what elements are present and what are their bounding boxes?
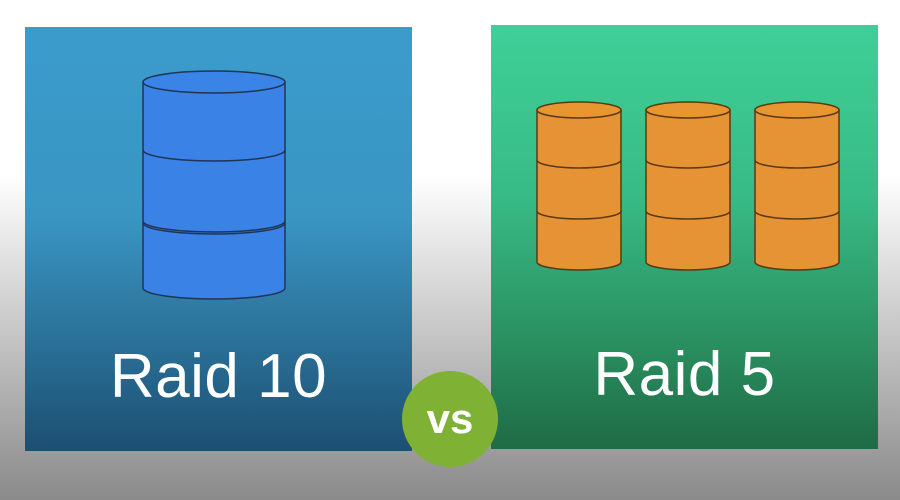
raid5-label: Raid 5 bbox=[593, 340, 776, 409]
raid10-panel: Raid 10 bbox=[25, 27, 412, 451]
database-cylinder-icon bbox=[142, 70, 286, 300]
database-cylinder-icon bbox=[536, 101, 622, 271]
raid5-panel: Raid 5 bbox=[491, 25, 878, 449]
database-cylinder-icon bbox=[645, 101, 731, 271]
vs-badge: vs bbox=[402, 371, 498, 467]
raid10-label: Raid 10 bbox=[109, 342, 328, 411]
database-cylinder-icon bbox=[754, 101, 840, 271]
